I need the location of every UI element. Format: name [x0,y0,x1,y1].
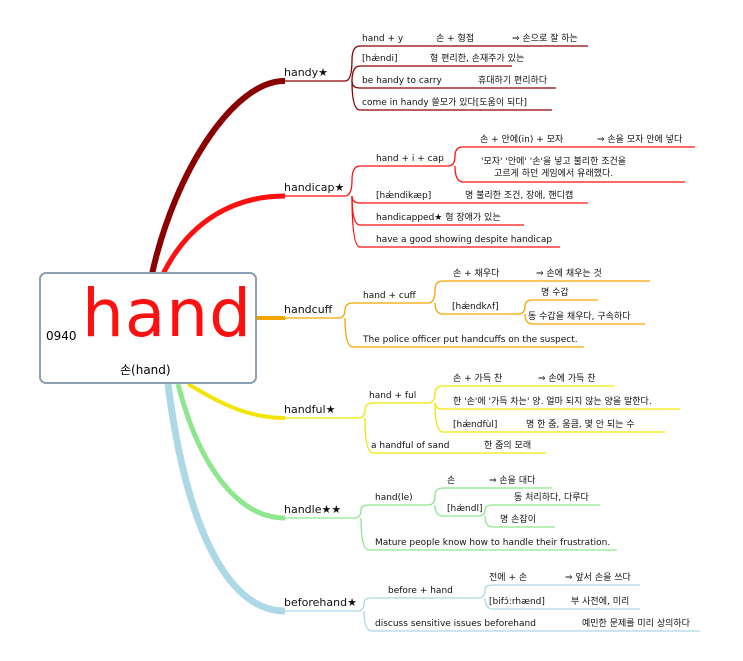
branch-label-handful: handful★ [284,403,336,416]
node-text: ⇒ 손에 가득 찬 [538,374,596,384]
node-text: [bifɔ́:rhænd] [489,597,545,607]
node-text: hand + y [362,34,404,44]
node-text: hand + i + cap [376,154,444,164]
node-text: 부 사전에, 미리 [571,597,630,607]
central-node [39,272,257,384]
node-text: discuss sensitive issues beforehand [375,619,536,629]
node-text: ⇒ 손에 채우는 것 [536,269,602,279]
node-text: [hǽndi] [362,54,398,64]
central-meaning: 손(hand) [120,363,171,377]
node-text: come in handy 쓸모가 있다[도움이 되다] [362,98,528,108]
node-text: 손 + 채우다 [453,269,500,279]
branch-label-beforehand: beforehand★ [284,596,357,609]
branch-handy-lines [149,45,588,275]
node-text: ⇒ 손으로 잘 하는 [512,34,578,44]
node-text: 손 [447,476,456,486]
node-text: 전에 + 손 [489,573,528,583]
node-text: [hǽndfùl] [453,420,498,430]
node-text: ⇒ 앞서 손을 쓰다 [565,573,631,583]
node-text: [hǽndkʌf] [452,302,499,312]
branch-label-handy: handy★ [284,66,329,79]
node-text: hand + ful [369,391,417,401]
node-text: 예민한 문제를 미리 상의하다 [582,619,690,629]
node-text: ⇒ 손을 모자 안에 넣다 [597,135,683,145]
branch-label-handle: handle★★ [284,503,342,516]
node-text: The police officer put handcuffs on the … [363,335,578,345]
node-text: hand(le) [375,493,413,503]
central-word: hand [82,275,252,352]
node-text: 손 + 안에(in) + 모자 [480,135,564,145]
node-text: 동 처리하다, 다루다 [514,493,589,503]
node-text: 동 수갑을 채우다, 구속하다 [528,312,631,322]
branch-label-handicap: handicap★ [284,181,345,194]
node-text: 고르게 하던 게임에서 유래했다. [494,169,614,179]
node-text: 휴대하기 편리하다 [478,76,548,86]
node-text: 명 수갑 [541,288,569,298]
branch-beforehand-lines [164,383,700,632]
node-text: [hǽndl] [447,504,483,514]
node-text: [hǽndikæp] [376,191,432,201]
branch-handicap-lines [160,146,695,276]
node-text: 형 편리한, 손재주가 있는 [430,54,525,64]
branch-label-handcuff: handcuff [284,303,333,316]
branch-handful-lines [186,382,680,454]
node-text: 한 줌의 모래 [484,441,532,451]
branch-handle-lines [175,383,617,551]
node-text: hand + cuff [363,291,416,301]
node-text: Mature people know how to handle their f… [375,538,611,548]
node-text: handicapped★ 형 장애가 있는 [376,213,501,223]
node-text: 명 불리한 조건, 장애, 핸디캡 [465,191,574,201]
node-text: '모자' '안에' '손'을 넣고 불리한 조건을 [481,157,627,167]
branch-handcuff-lines [257,280,650,348]
word-number: 0940 [46,329,77,343]
node-text: 명 한 줌, 움큼, 몇 안 되는 수 [526,420,635,430]
node-text: ⇒ 손을 대다 [489,476,536,486]
node-text: have a good showing despite handicap [376,235,553,245]
node-text: 한 '손'에 '가득 차는' 양. 얼마 되지 않는 양을 말한다. [453,397,652,407]
node-text: before + hand [388,586,453,596]
node-text: 손 + 형접 [436,34,475,44]
node-text: be handy to carry [362,76,442,86]
node-text: a handful of sand [371,441,450,451]
node-text: 손 + 가득 찬 [453,374,503,384]
node-text: 명 손잡이 [500,515,536,525]
